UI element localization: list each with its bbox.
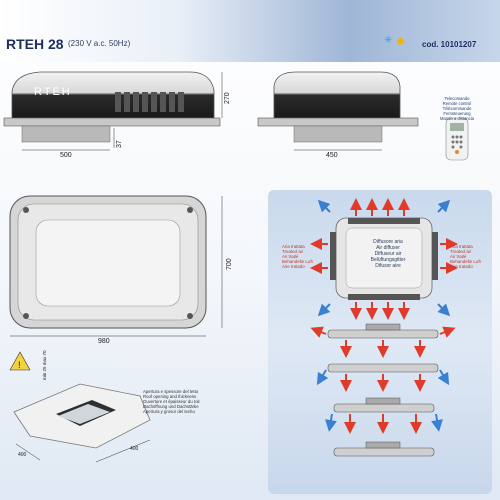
remote-labels: Telecomando Remote control Télécommande … (440, 96, 474, 121)
treated-air-right: Aria trattata Treated air Air traité Beh… (450, 244, 481, 269)
sun-icon: ✹ (396, 36, 406, 48)
dim-opening-a: 400 (18, 452, 27, 458)
airflow-topview (310, 198, 458, 320)
snowflake-icon: ✳ (384, 35, 393, 46)
roof-opening-labels: Apertura e spessore del tetto Roof openi… (143, 389, 200, 414)
diffuser-labels: Diffusore aria Air diffuser Diffuseur ai… (370, 239, 406, 269)
dim-opening-b: 400 (130, 446, 139, 452)
dim-top-height: 700 (226, 258, 233, 270)
airflow-sections (310, 323, 456, 457)
dim-base: 37 (116, 140, 123, 148)
front-view: RTEH (3, 71, 223, 151)
dim-width-front: 500 (60, 152, 72, 159)
dim-top-width: 980 (98, 338, 110, 345)
top-view (9, 195, 223, 337)
product-subtitle: (230 V a.c. 50Hz) (68, 39, 131, 48)
side-view (257, 71, 419, 151)
remote-control (445, 117, 469, 161)
product-code: cod. 10101207 (422, 40, 477, 49)
dim-height: 270 (224, 92, 231, 104)
header-band (0, 0, 500, 62)
roof-opening: ! (9, 351, 151, 463)
dim-roof-thickness: min 25 max 70 (42, 350, 47, 380)
svg-text:!: ! (18, 360, 21, 370)
dim-width-side: 450 (326, 152, 338, 159)
product-title: RTEH 28 (6, 36, 64, 52)
unit-brand-text: RTEH (34, 86, 72, 98)
treated-air-left: Aria trattata Treated air Air traité Beh… (282, 244, 313, 269)
